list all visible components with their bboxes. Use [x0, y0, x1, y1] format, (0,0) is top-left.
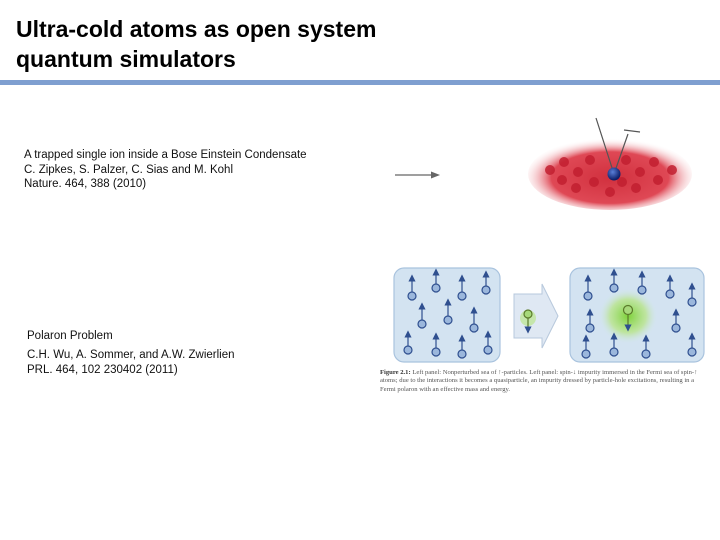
fermi-polaron-figure [392, 266, 708, 366]
reference-polaron-heading: Polaron Problem [27, 329, 113, 343]
reference-polaron-journal: PRL. 464, 102 230402 (2011) [27, 363, 235, 378]
title-divider [0, 80, 720, 85]
slide-title: Ultra-cold atoms as open system quantum … [16, 14, 376, 74]
title-line-1: Ultra-cold atoms as open system [16, 14, 376, 44]
figure-caption-text: Left panel: Nonperturbed sea of ↑-partic… [380, 369, 697, 393]
figure-caption-label: Figure 2.1: [380, 369, 411, 376]
reference-ion-journal: Nature. 464, 388 (2010) [24, 177, 307, 192]
reference-ion-authors: C. Zipkes, S. Palzer, C. Sias and M. Koh… [24, 163, 307, 178]
figure-caption: Figure 2.1: Left panel: Nonperturbed sea… [380, 369, 710, 394]
title-line-2: quantum simulators [16, 44, 376, 74]
trapped-ion-bec-figure [528, 112, 692, 210]
right-arrow-icon [395, 168, 441, 182]
reference-ion-title: A trapped single ion inside a Bose Einst… [24, 148, 307, 163]
reference-ion-bec: A trapped single ion inside a Bose Einst… [24, 148, 307, 192]
reference-polaron-authors: C.H. Wu, A. Sommer, and A.W. Zwierlien [27, 348, 235, 363]
reference-polaron: C.H. Wu, A. Sommer, and A.W. Zwierlien P… [27, 348, 235, 377]
